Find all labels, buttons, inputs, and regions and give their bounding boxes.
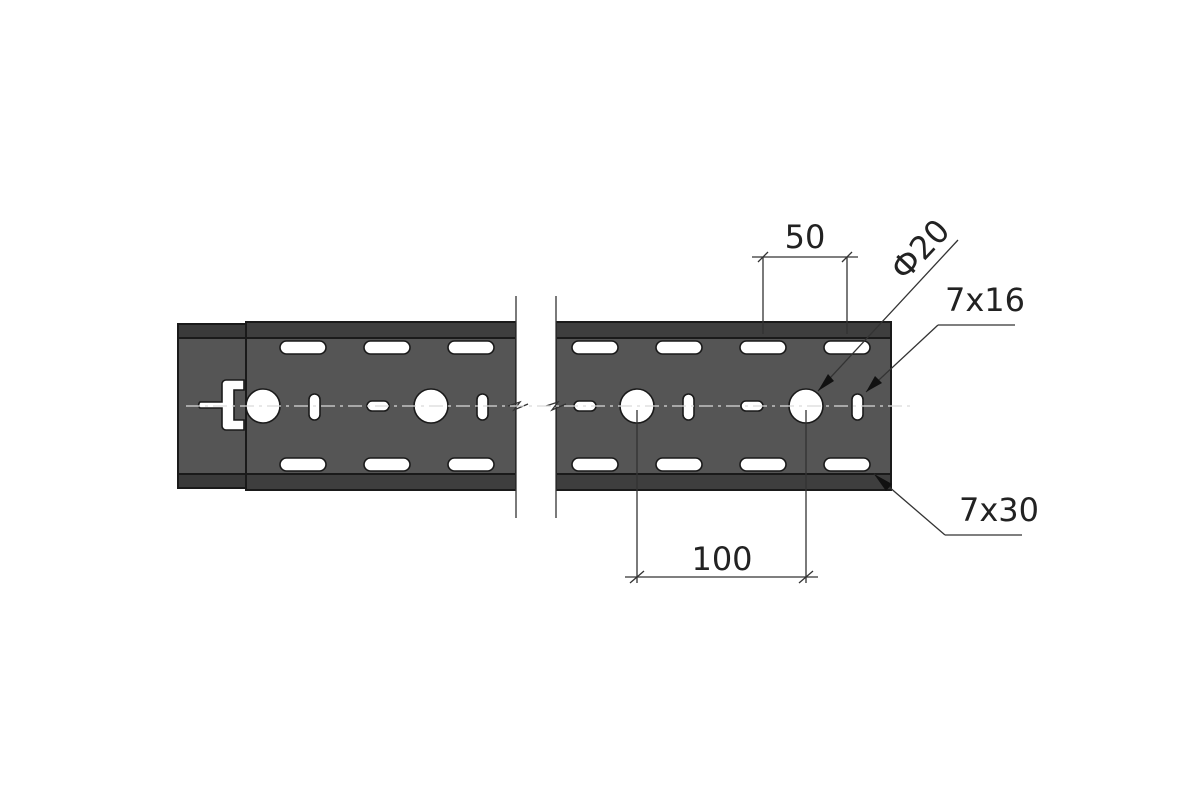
small-slot-size-label: 7x16	[945, 281, 1025, 319]
slot	[571, 340, 619, 355]
large-slot-size-label: 7x30	[959, 491, 1039, 529]
round-hole-diameter-label: Ф20	[883, 212, 957, 288]
dimension-100: 100	[625, 410, 818, 584]
slot	[655, 340, 703, 355]
slot	[823, 457, 871, 472]
vertical-slot	[308, 393, 321, 421]
top-slot-row	[279, 340, 871, 355]
slot	[823, 340, 871, 355]
leader-large-slot: 7x30	[873, 473, 1039, 536]
slot	[447, 340, 495, 355]
vertical-slot	[851, 393, 864, 421]
slot	[739, 457, 787, 472]
slot	[279, 457, 327, 472]
slot	[363, 457, 411, 472]
slot	[279, 340, 327, 355]
slot	[571, 457, 619, 472]
leader-small-slot: 7x16	[865, 281, 1025, 393]
slot	[655, 457, 703, 472]
dimension-100-label: 100	[691, 540, 752, 578]
bottom-slot-row	[279, 457, 871, 472]
slot	[739, 340, 787, 355]
vertical-slot	[682, 393, 695, 421]
vertical-slot	[476, 393, 489, 421]
key-slot	[197, 379, 245, 431]
dimension-50: 50	[752, 218, 858, 334]
slot	[447, 457, 495, 472]
dimension-50-label: 50	[785, 218, 826, 256]
break-gap	[516, 300, 556, 520]
slot	[363, 340, 411, 355]
